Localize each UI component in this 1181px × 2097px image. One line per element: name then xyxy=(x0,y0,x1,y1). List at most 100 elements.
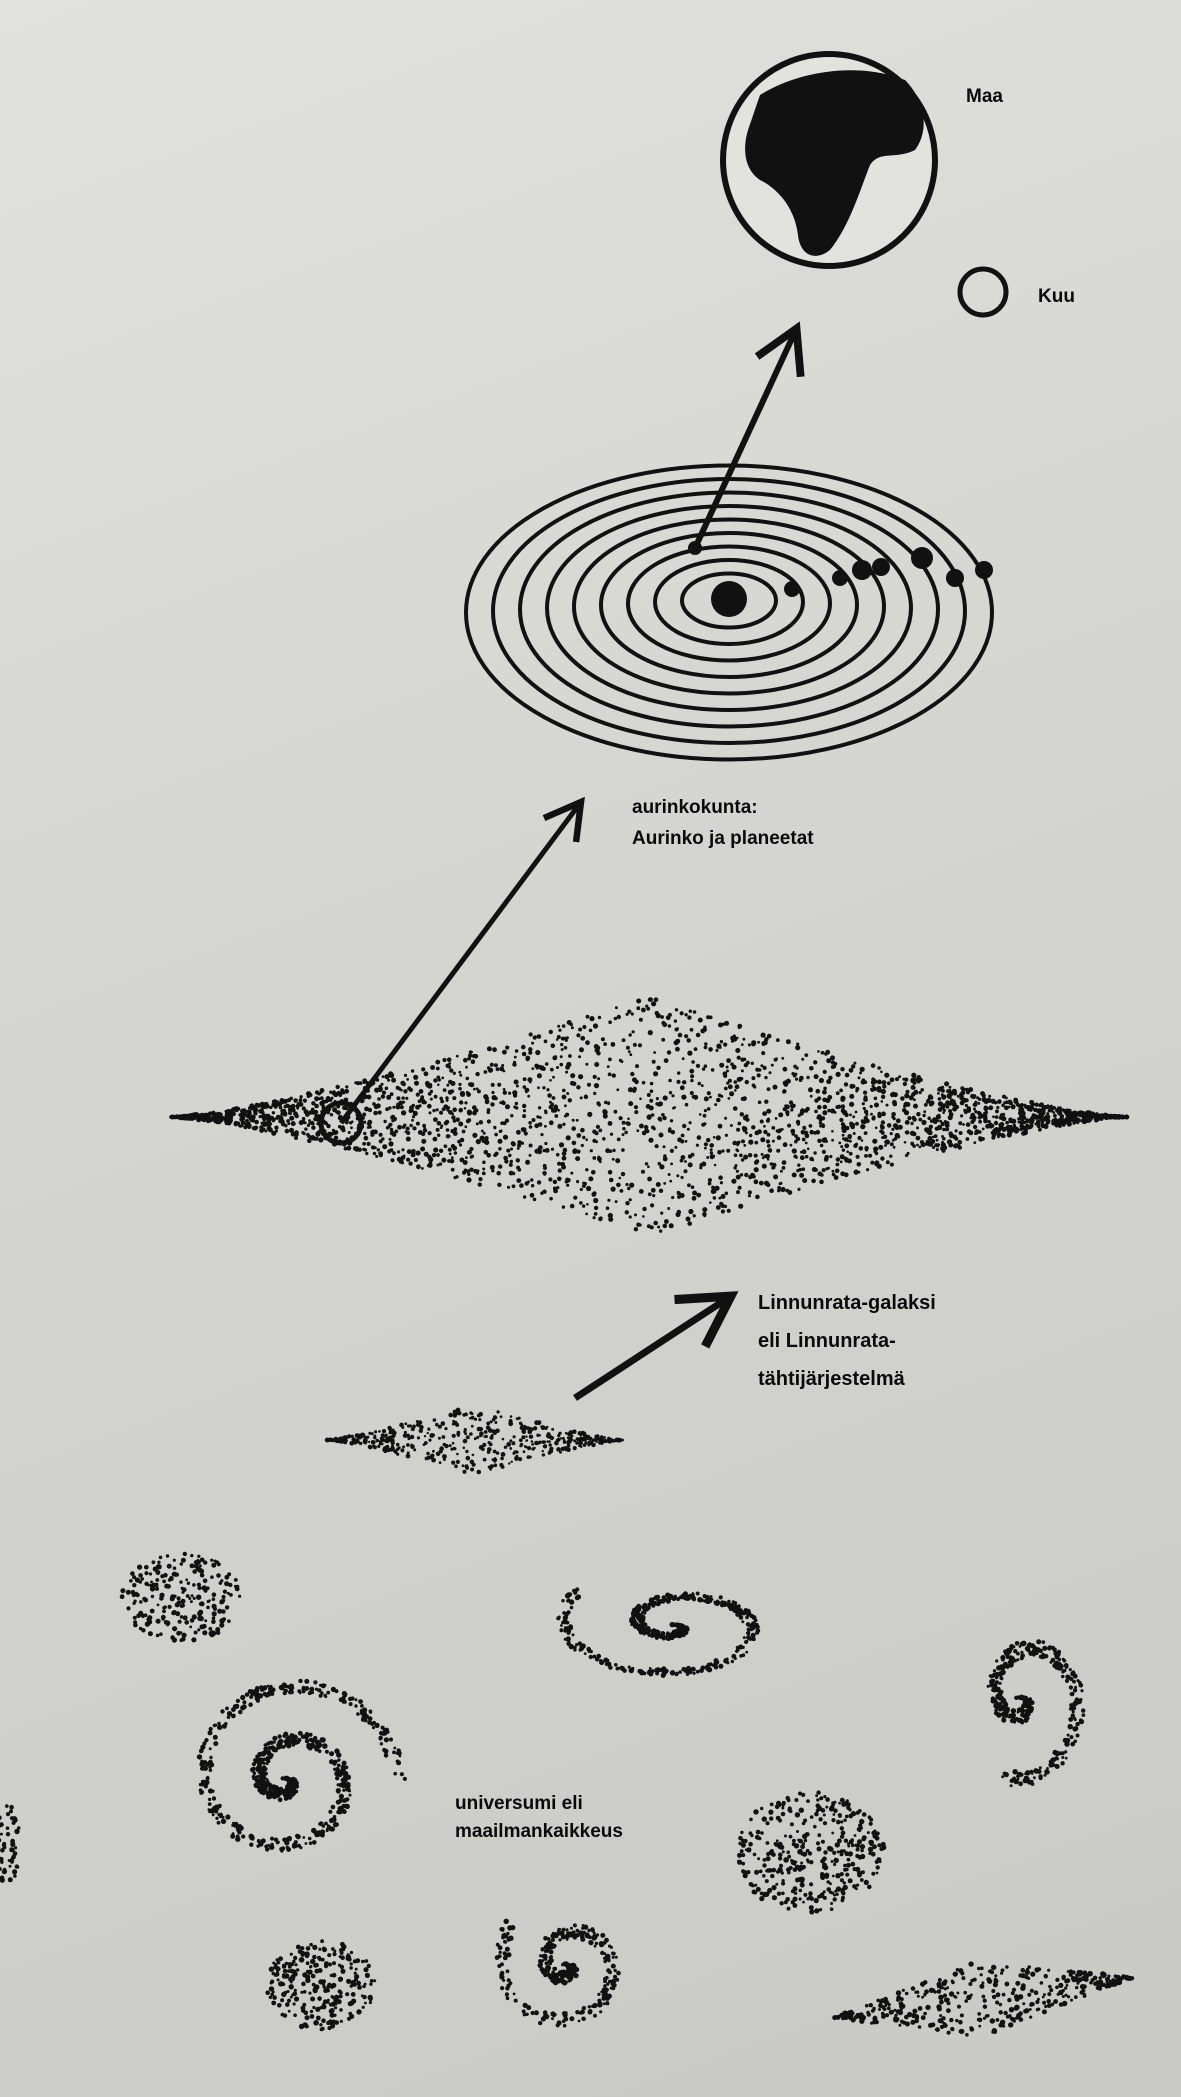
star-dot xyxy=(171,1115,176,1119)
star-dot xyxy=(406,1149,412,1155)
spiral-galaxy-dot xyxy=(575,1587,580,1592)
star-dot xyxy=(742,1096,747,1101)
star-dot xyxy=(813,1074,819,1080)
star-dot xyxy=(394,1129,399,1134)
star-dot xyxy=(565,1112,570,1117)
spiral-galaxy-dot xyxy=(333,1759,338,1764)
star-dot xyxy=(799,1155,805,1161)
star-dot xyxy=(664,1219,669,1224)
spiral-galaxy-dot xyxy=(336,1763,341,1768)
star-dot xyxy=(927,1127,932,1133)
galaxy-dot xyxy=(175,1611,181,1617)
star-dot xyxy=(280,1121,286,1127)
star-dot xyxy=(395,1085,400,1090)
star-dot xyxy=(659,1164,665,1170)
star-dot xyxy=(464,1125,468,1129)
spiral-galaxy-dot xyxy=(648,1667,652,1670)
star-dot xyxy=(299,1095,303,1099)
star-dot xyxy=(589,1016,595,1022)
star-dot xyxy=(350,1126,353,1130)
star-dot xyxy=(399,1105,404,1110)
star-dot xyxy=(935,1138,939,1142)
star-dot xyxy=(942,1145,948,1151)
star-dot xyxy=(582,1181,585,1185)
star-dot xyxy=(219,1115,225,1121)
spiral-galaxy-dot xyxy=(245,1692,249,1697)
star-dot xyxy=(962,1123,965,1126)
galaxy-dot xyxy=(172,1626,178,1632)
spiral-galaxy-dot xyxy=(1029,1644,1033,1648)
star-dot xyxy=(908,1095,914,1101)
spiral-galaxy-dot xyxy=(1073,1718,1077,1722)
small-galaxy-dot xyxy=(579,1434,582,1437)
star-dot xyxy=(499,1101,503,1105)
star-dot xyxy=(753,1153,758,1158)
spiral-galaxy-dot xyxy=(342,1788,346,1792)
small-galaxy-dot xyxy=(546,1432,551,1437)
small-galaxy-dot xyxy=(426,1451,430,1456)
star-dot xyxy=(532,1197,537,1202)
spiral-galaxy-dot xyxy=(1045,1769,1050,1775)
universe-galaxies xyxy=(0,1551,1135,2037)
galaxy-dot xyxy=(144,1621,151,1627)
star-dot xyxy=(290,1131,296,1137)
star-dot xyxy=(803,1126,807,1130)
galaxy-dot xyxy=(135,1592,140,1598)
star-dot xyxy=(835,1157,841,1162)
star-dot xyxy=(990,1098,996,1104)
spiral-galaxy-dot xyxy=(208,1726,213,1732)
star-dot xyxy=(373,1110,378,1116)
star-dot xyxy=(642,1206,647,1212)
star-dot xyxy=(621,1038,626,1043)
spiral-galaxy-dot xyxy=(688,1593,692,1598)
star-dot xyxy=(840,1171,845,1177)
star-dot xyxy=(753,1179,759,1185)
spiral-galaxy-dot xyxy=(304,1731,309,1737)
star-dot xyxy=(433,1147,439,1153)
star-dot xyxy=(1049,1108,1054,1113)
star-dot xyxy=(607,1169,613,1175)
spiral-galaxy-dot xyxy=(1056,1650,1061,1655)
star-dot xyxy=(942,1127,946,1132)
star-dot xyxy=(492,1047,497,1053)
spiral-galaxy-dot xyxy=(354,1704,358,1708)
galaxy-dot xyxy=(227,1572,232,1577)
spiral-galaxy-dot xyxy=(990,1696,996,1701)
star-dot xyxy=(668,1127,672,1131)
star-dot xyxy=(529,1192,535,1198)
star-dot xyxy=(376,1148,380,1152)
star-dot xyxy=(709,1148,713,1152)
star-dot xyxy=(904,1131,908,1134)
spiral-galaxy-dot xyxy=(235,1834,240,1839)
small-galaxy-dot xyxy=(403,1433,407,1437)
star-dot xyxy=(534,1123,539,1129)
star-dot xyxy=(862,1106,866,1111)
small-galaxy-dot xyxy=(591,1438,596,1443)
star-dot xyxy=(954,1136,959,1141)
spiral-galaxy-dot xyxy=(566,1631,570,1635)
galaxy-dot xyxy=(221,1594,226,1600)
star-dot xyxy=(549,1079,552,1082)
star-dot xyxy=(605,1206,610,1210)
spiral-galaxy-dot xyxy=(588,1654,593,1660)
small-galaxy-dot xyxy=(407,1436,411,1441)
star-dot xyxy=(981,1097,987,1103)
star-dot xyxy=(360,1092,364,1096)
spiral-galaxy-dot xyxy=(198,1782,203,1787)
spiral-galaxy-dot xyxy=(266,1741,271,1746)
star-dot xyxy=(604,1100,608,1105)
star-dot xyxy=(364,1106,369,1112)
star-dot xyxy=(301,1116,306,1121)
star-dot xyxy=(468,1082,473,1087)
star-dot xyxy=(763,1129,768,1135)
star-dot xyxy=(827,1094,833,1100)
spiral-galaxy-dot xyxy=(319,1829,326,1835)
spiral-galaxy-dot xyxy=(383,1737,389,1743)
star-dot xyxy=(294,1113,299,1119)
star-dot xyxy=(659,1118,663,1122)
star-dot xyxy=(790,1108,794,1112)
star-dot xyxy=(389,1092,394,1097)
spiral-galaxy-dot xyxy=(1000,1698,1005,1703)
star-dot xyxy=(528,1153,532,1157)
star-dot xyxy=(918,1091,922,1095)
